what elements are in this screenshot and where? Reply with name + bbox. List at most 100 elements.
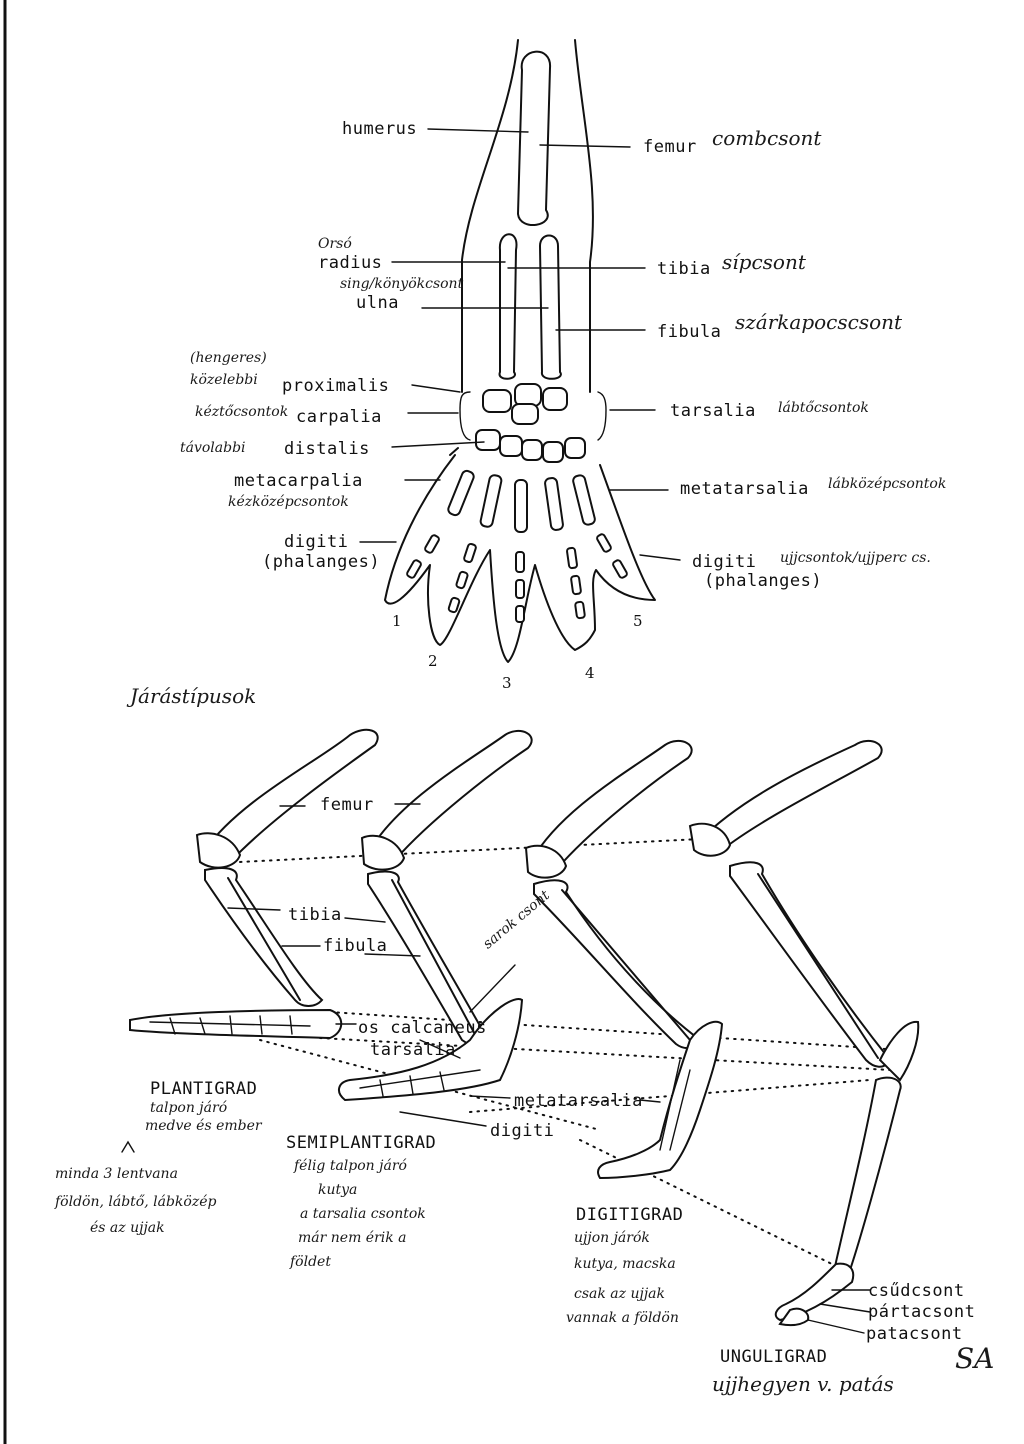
carpal-6 — [499, 435, 523, 457]
label-distalis: distalis — [284, 439, 370, 459]
metacarpal-3 — [514, 479, 528, 533]
plantigrad-note-4: földön, lábtő, lábközép — [55, 1194, 217, 1210]
leader-line — [539, 144, 631, 148]
semiplantigrad-note-5: földet — [290, 1254, 331, 1270]
phalanx — [455, 570, 469, 590]
leader-line — [469, 1095, 511, 1099]
digitigrad-note-2: kutya, macska — [574, 1256, 676, 1272]
hand-outline — [384, 454, 656, 663]
arrow-icon — [121, 1140, 135, 1153]
metacarpal-2 — [479, 474, 503, 528]
leader-line — [639, 554, 681, 561]
phalanx — [570, 574, 582, 596]
leader-line — [364, 953, 421, 957]
hand-note-proximalis-1: (hengeres) — [190, 350, 267, 366]
digit-number-5: 5 — [633, 612, 643, 630]
label-fibula-lower: fibula — [323, 936, 388, 956]
hand-note-radius: Orsó — [318, 236, 352, 252]
carpal-7 — [521, 439, 543, 461]
author-initials: SA — [955, 1342, 995, 1375]
phalanx — [596, 533, 612, 553]
hand-note-carpalia: kéztőcsontok — [195, 404, 289, 420]
label-tarsalia-lower: tarsalia — [370, 1040, 456, 1060]
carpal-2 — [514, 383, 542, 407]
gait-types-heading: Járástípusok — [130, 684, 257, 708]
metacarpal-5 — [572, 474, 596, 526]
label-tibia: tibia — [657, 259, 711, 279]
carpal-9 — [564, 437, 586, 459]
phalanx — [447, 596, 461, 614]
unguligrad-note-1: ujjhegyen v. patás — [712, 1372, 894, 1396]
hand-note-tibia: sípcsont — [722, 250, 806, 274]
leader-line — [469, 964, 516, 1013]
label-femur: femur — [643, 137, 697, 157]
leader-line — [639, 1099, 661, 1103]
label-digiti-lower: digiti — [490, 1121, 555, 1141]
hand-note-digiti: ujjcsontok/ujjperc cs. — [780, 550, 931, 566]
semiplantigrad-note-4: már nem érik a — [298, 1230, 407, 1246]
label-digiti-right: digiti — [692, 552, 757, 572]
label-metatarsalia-lower: metatarsalia — [514, 1091, 643, 1111]
label-metacarpalia: metacarpalia — [234, 471, 363, 491]
phalanx — [515, 551, 525, 573]
plantigrad-note-1: talpon járó — [150, 1100, 228, 1116]
hand-note-ulna: sing/könyökcsont — [340, 276, 464, 292]
knee-reference-line — [239, 837, 721, 863]
hand-note-femur: combcsont — [712, 126, 822, 150]
label-digiti-left: digiti — [284, 532, 349, 552]
leader-line — [399, 1111, 487, 1127]
semiplantigrad-leg — [338, 729, 533, 1102]
metacarpal-1 — [447, 469, 475, 517]
tarsalia-bracket-right — [597, 391, 607, 441]
label-fibula: fibula — [657, 322, 722, 342]
limb-outline-right — [574, 39, 594, 393]
label-carpalia: carpalia — [296, 407, 382, 427]
phalanx — [574, 600, 586, 620]
leader-line — [419, 1039, 461, 1059]
unguligrad-title: UNGULIGRAD — [720, 1347, 828, 1367]
heel-reference-line — [329, 1011, 901, 1051]
digitigrad-note-3: csak az ujjak — [574, 1286, 666, 1302]
label-os-calcaneus: os calcaneus — [358, 1018, 487, 1038]
carpal-5 — [475, 429, 501, 451]
plantigrad-note-5: és az ujjak — [90, 1220, 165, 1236]
leader-line — [427, 128, 529, 133]
leader-line — [411, 384, 461, 393]
unguligrad-leg — [688, 739, 920, 1334]
label-tarsalia: tarsalia — [670, 401, 756, 421]
label-ulna: ulna — [356, 293, 399, 313]
digit-number-4: 4 — [585, 664, 595, 682]
gait-legs-diagram — [121, 728, 920, 1334]
plantigrad-note-2: medve és ember — [145, 1118, 262, 1134]
label-csudcsont: csűdcsont — [868, 1281, 965, 1301]
digit-number-2: 2 — [428, 652, 438, 670]
phalanx — [463, 542, 477, 564]
carpal-3 — [542, 387, 568, 411]
humerus-femur-bone — [516, 50, 552, 227]
digitigrad-title: DIGITIGRAD — [576, 1205, 684, 1225]
label-proximalis: proximalis — [282, 376, 390, 396]
digit-number-3: 3 — [502, 674, 512, 692]
label-phalanges-right: (phalanges) — [704, 571, 823, 591]
phalanx — [406, 559, 422, 579]
carpal-1 — [482, 389, 512, 413]
radius-bone — [498, 233, 518, 380]
tarsus-reference-line — [469, 1079, 871, 1113]
semiplantigrad-title: SEMIPLANTIGRAD — [286, 1133, 437, 1153]
digitigrad-leg — [524, 739, 724, 1180]
heel-reference-line — [319, 1037, 891, 1071]
hand-note-tarsalia: lábtőcsontok — [778, 400, 869, 416]
upper-limb-diagram — [359, 39, 681, 663]
plantigrad-leg — [129, 728, 379, 1040]
hand-note-fibula: szárkapocscsont — [735, 310, 903, 334]
label-patacsont: patacsont — [866, 1324, 963, 1344]
hand-note-distalis: távolabbi — [180, 440, 246, 456]
digitigrad-note-4: vannak a földön — [566, 1310, 679, 1326]
carpalia-bracket-left — [459, 391, 471, 441]
toe-reference-line — [259, 1039, 601, 1131]
digitigrad-note-1: ujjon járók — [574, 1230, 650, 1246]
tibia-bone — [538, 234, 562, 380]
semiplantigrad-note-1: félig talpon járó — [294, 1158, 407, 1174]
label-metatarsalia: metatarsalia — [680, 479, 809, 499]
